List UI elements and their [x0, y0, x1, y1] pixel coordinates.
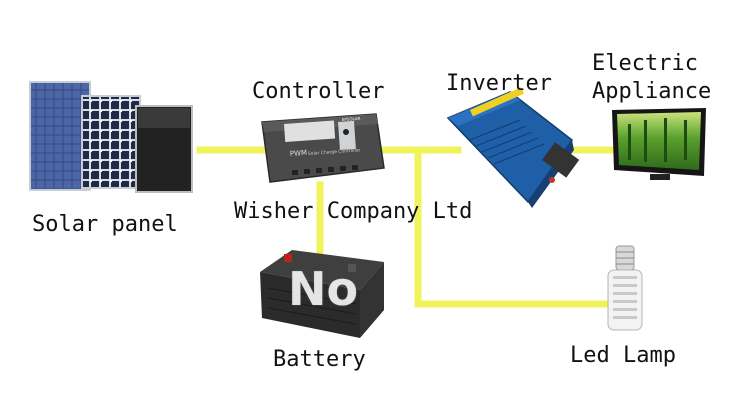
- electric-appliance-tv: [612, 108, 706, 180]
- label-battery: Battery: [273, 347, 366, 372]
- solar-panel-monocrystalline: [81, 95, 141, 189]
- label-controller: Controller: [252, 79, 385, 104]
- solar-panel-thin-film-sheen: [138, 108, 190, 128]
- tv-stand: [650, 174, 670, 180]
- solar-panel-group: [29, 81, 193, 193]
- controller-subtitle: Solar Charge Controller: [308, 147, 361, 157]
- battery-terminal-negative: [348, 264, 356, 272]
- tv-trees: [628, 118, 687, 162]
- inverter-switch-icon: [549, 177, 555, 183]
- controller-display: [338, 120, 356, 150]
- battery-terminal-positive: [284, 254, 292, 262]
- charge-controller: PWM Solar Charge Controller EPSOLAR: [261, 113, 385, 183]
- label-led-lamp: Led Lamp: [570, 343, 676, 368]
- controller-button-icon: [343, 129, 349, 135]
- wiring: [196, 146, 616, 308]
- controller-model: EPSOLAR: [342, 116, 361, 122]
- controller-brand: PWM: [290, 149, 308, 158]
- inverter: [446, 87, 580, 208]
- label-appliance: Appliance: [592, 79, 712, 104]
- inverter-vents: [469, 119, 545, 165]
- battery: [260, 250, 384, 338]
- label-company: Wisher Company Ltd: [234, 199, 473, 224]
- watermark: No: [288, 262, 359, 316]
- label-solar-panel: Solar panel: [32, 212, 178, 237]
- lamp-led-rows: [613, 276, 637, 319]
- controller-label-plate: [284, 120, 336, 142]
- lamp-thread: [616, 251, 634, 265]
- inverter-label-stripe: [470, 87, 525, 117]
- solar-panel-polycrystalline: [29, 81, 91, 191]
- controller-terminals: [292, 165, 358, 175]
- inverter-front-panel: [542, 142, 580, 178]
- label-inverter: Inverter: [446, 71, 552, 96]
- label-electric: Electric: [592, 51, 698, 76]
- led-lamp: [607, 245, 643, 331]
- battery-ribs: [267, 287, 357, 325]
